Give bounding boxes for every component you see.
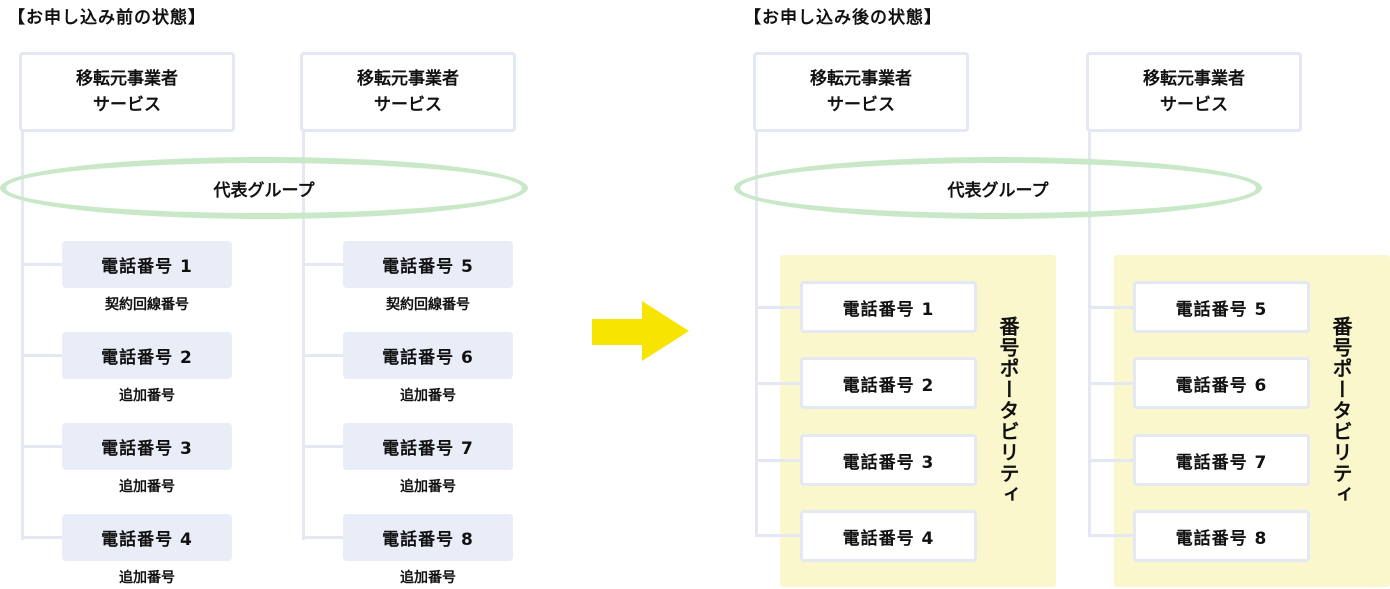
phone-number-box: 電話番号 6 [1133,357,1310,409]
phone-number-label: 電話番号 3 [101,439,193,459]
phone-number-label: 電話番号 5 [382,257,474,277]
phone-number-box: 電話番号 1 [800,281,977,333]
after-title: 【お申し込み後の状態】 [744,8,942,28]
phone-number-label: 電話番号 4 [842,528,935,549]
connector-stub [21,536,63,539]
phone-number-label: 電話番号 6 [1175,375,1268,396]
before-title: 【お申し込み前の状態】 [8,8,206,28]
phone-number-label: 電話番号 1 [842,299,935,320]
phone-number-label: 電話番号 8 [1175,528,1268,549]
connector-stub [302,536,344,539]
portability-label: 番号ポータビリティ [1329,316,1353,505]
phone-number-box: 電話番号 2 [62,332,232,379]
phone-note: 契約回線番号 [386,297,470,313]
connector-stub [302,263,344,266]
connector-line [302,52,305,540]
phone-note: 追加番号 [400,570,456,586]
connector-stub [755,534,801,537]
provider-box: 移転元事業者サービス [753,52,969,132]
phone-number-label: 電話番号 1 [101,257,193,277]
group-label: 代表グループ [947,180,1049,201]
phone-note: 契約回線番号 [105,297,189,313]
connector-stub [21,263,63,266]
group-label: 代表グループ [213,180,315,201]
provider-name: 移転元事業者 [357,69,459,89]
transition-arrow-icon [592,301,689,361]
provider-name: 移転元事業者 [1143,69,1245,89]
provider-name: 移転元事業者 [810,69,912,89]
provider-box: 移転元事業者サービス [1086,52,1302,132]
phone-number-box: 電話番号 6 [343,332,513,379]
phone-number-box: 電話番号 4 [62,514,232,561]
phone-note: 追加番号 [400,479,456,495]
phone-number-box: 電話番号 5 [1133,281,1310,333]
phone-number-box: 電話番号 2 [800,357,977,409]
representative-group-ellipse: 代表グループ [0,157,528,219]
provider-box: 移転元事業者サービス [19,52,235,132]
phone-number-label: 電話番号 5 [1175,299,1268,320]
provider-service: サービス [93,95,161,115]
connector-line [21,52,24,540]
phone-number-label: 電話番号 2 [101,348,193,368]
connector-stub [21,354,63,357]
phone-note: 追加番号 [400,388,456,404]
phone-number-label: 電話番号 8 [382,530,474,550]
connector-stub [302,445,344,448]
provider-service: サービス [374,95,442,115]
phone-number-box: 電話番号 8 [343,514,513,561]
phone-number-box: 電話番号 5 [343,241,513,288]
phone-note: 追加番号 [119,388,175,404]
connector-stub [1088,534,1134,537]
phone-number-box: 電話番号 7 [343,423,513,470]
connector-stub [302,354,344,357]
phone-number-box: 電話番号 7 [1133,434,1310,486]
phone-number-label: 電話番号 7 [1175,452,1268,473]
phone-number-box: 電話番号 3 [62,423,232,470]
connector-stub [1088,306,1134,309]
connector-line [1088,52,1091,536]
phone-number-label: 電話番号 4 [101,530,193,550]
representative-group-ellipse: 代表グループ [734,157,1262,219]
provider-service: サービス [827,95,895,115]
connector-stub [21,445,63,448]
connector-stub [1088,382,1134,385]
connector-stub [1088,459,1134,462]
phone-note: 追加番号 [119,570,175,586]
connector-stub [755,306,801,309]
provider-name: 移転元事業者 [76,69,178,89]
phone-number-label: 電話番号 3 [842,452,935,473]
connector-line [755,52,758,536]
connector-stub [755,459,801,462]
phone-number-label: 電話番号 2 [842,375,935,396]
phone-number-box: 電話番号 4 [800,510,977,562]
phone-number-box: 電話番号 3 [800,434,977,486]
phone-number-label: 電話番号 7 [382,439,474,459]
provider-service: サービス [1160,95,1228,115]
phone-note: 追加番号 [119,479,175,495]
connector-stub [755,382,801,385]
phone-number-label: 電話番号 6 [382,348,474,368]
phone-number-box: 電話番号 1 [62,241,232,288]
phone-number-box: 電話番号 8 [1133,510,1310,562]
provider-box: 移転元事業者サービス [300,52,516,132]
portability-label: 番号ポータビリティ [996,316,1020,505]
